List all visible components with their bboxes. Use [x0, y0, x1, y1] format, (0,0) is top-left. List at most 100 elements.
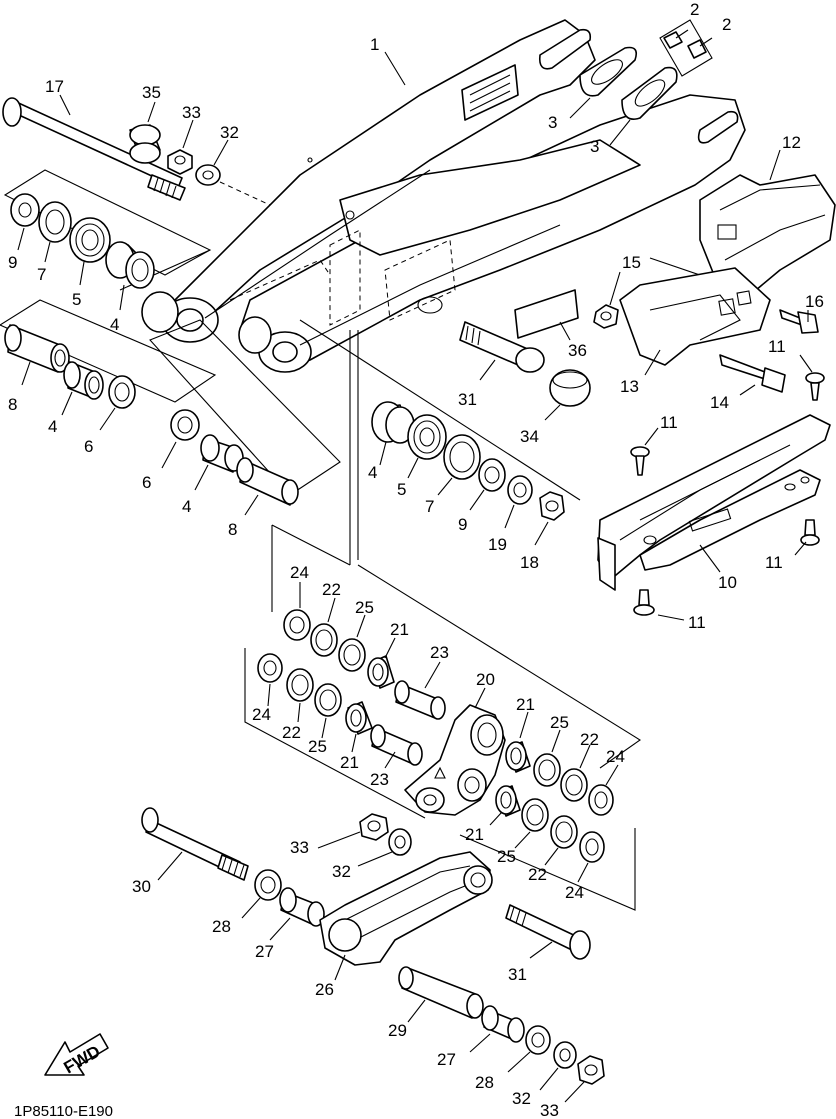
label-part-1: 1	[370, 35, 379, 54]
group-box-left-lower	[0, 299, 217, 403]
label-part-22a: 22	[322, 580, 341, 599]
label-part-9a: 9	[8, 253, 17, 272]
group-box-mid	[149, 319, 341, 496]
screw-11-d	[633, 589, 655, 616]
seal-6-mid	[170, 409, 200, 441]
bearing-5-left	[69, 217, 111, 263]
label-part-23a: 23	[430, 643, 449, 662]
washer-19	[507, 475, 533, 505]
collar-23-b	[370, 724, 423, 766]
seal-7-left	[38, 201, 72, 243]
label-part-21d: 21	[465, 825, 484, 844]
bearing-21-c	[505, 741, 531, 773]
label-part-11d: 11	[688, 613, 706, 632]
collar-24-a	[283, 609, 311, 641]
washer-25-d	[521, 798, 549, 832]
pivot-shaft-17	[2, 97, 186, 201]
collar-24-b	[257, 653, 283, 683]
label-part-21a: 21	[390, 620, 409, 639]
screw-11-a	[630, 446, 650, 476]
label-part-4b: 4	[48, 417, 57, 436]
label-part-15: 15	[622, 253, 641, 272]
collar-8-left	[4, 324, 70, 373]
label-part-6b: 6	[142, 473, 151, 492]
label-part-20: 20	[476, 670, 495, 689]
washer-32-mid	[388, 828, 412, 856]
label-part-25c: 25	[550, 713, 569, 732]
label-part-2b: 2	[722, 15, 731, 34]
washer-32-top	[195, 164, 221, 186]
label-part-4c: 4	[182, 497, 191, 516]
bearing-21-d	[495, 785, 521, 817]
label-part-4d: 4	[368, 463, 377, 482]
bushing-35	[129, 124, 161, 164]
pivot-axis-lines	[349, 330, 359, 565]
collar-29	[398, 966, 484, 1019]
label-part-32b: 32	[332, 862, 351, 881]
label-part-25d: 25	[497, 847, 516, 866]
collar-24-d	[579, 831, 605, 863]
label-part-5b: 5	[397, 480, 406, 499]
screw-11-c	[800, 519, 820, 546]
label-part-7b: 7	[425, 497, 434, 516]
label-part-4a: 4	[110, 315, 119, 334]
label-part-28b: 28	[475, 1073, 494, 1092]
label-part-29: 29	[388, 1021, 407, 1040]
collar-28-right	[525, 1025, 551, 1055]
bearing-4-mid	[200, 434, 244, 473]
bracket-13	[619, 267, 771, 366]
label-part-24d: 24	[565, 883, 584, 902]
washer-25-c	[533, 753, 561, 787]
bearing-4-center	[371, 401, 415, 444]
label-part-7a: 7	[37, 265, 46, 284]
label-part-8b: 8	[228, 520, 237, 539]
bearing-21-a	[367, 655, 395, 689]
collar-28-left	[254, 869, 282, 901]
seal-7-center	[443, 434, 481, 480]
washer-25-a	[338, 638, 366, 672]
label-part-9b: 9	[458, 515, 467, 534]
label-part-33b: 33	[290, 838, 309, 857]
diagram-code: 1P85110-E190	[14, 1103, 113, 1119]
label-part-21c: 21	[516, 695, 535, 714]
label-part-3b: 3	[590, 137, 599, 156]
label-part-34: 34	[520, 427, 539, 446]
bearing-4-upper-left	[105, 241, 155, 289]
label-part-8a: 8	[8, 395, 17, 414]
label-part-3a: 3	[548, 113, 557, 132]
chain-support-10	[597, 414, 831, 591]
seal-22-c	[560, 768, 588, 802]
label-part-2a: 2	[690, 0, 699, 19]
washer-9-left	[10, 193, 40, 227]
label-part-32c: 32	[512, 1089, 531, 1108]
seal-22-b	[286, 668, 314, 702]
label-part-24b: 24	[252, 705, 271, 724]
label-part-6a: 6	[84, 437, 93, 456]
nut-33-top	[167, 149, 193, 175]
label-part-22d: 22	[528, 865, 547, 884]
label-part-36: 36	[568, 341, 587, 360]
relay-arm-20	[404, 704, 506, 816]
leader-1	[384, 51, 406, 86]
label-part-28a: 28	[212, 917, 231, 936]
label-part-13: 13	[620, 377, 639, 396]
label-part-16: 16	[805, 292, 824, 311]
washer-32-bottom	[553, 1041, 577, 1069]
cap-34	[549, 369, 591, 407]
adjuster-3-b	[621, 66, 678, 120]
label-part-31b: 31	[508, 965, 527, 984]
label-part-10: 10	[718, 573, 737, 592]
label-part-23b: 23	[370, 770, 389, 789]
seal-22-a	[310, 623, 338, 657]
bushing-27-right	[481, 1005, 525, 1043]
bearing-5-center	[407, 414, 447, 460]
pivot-bolt-31-upper	[459, 321, 545, 373]
label-part-35: 35	[142, 83, 161, 102]
bearing-21-b	[345, 701, 373, 735]
label-part-19: 19	[488, 535, 507, 554]
washer-9-center	[478, 458, 506, 492]
swingarm	[141, 19, 746, 373]
label-part-31a: 31	[458, 390, 477, 409]
label-part-30: 30	[132, 877, 151, 896]
label-part-32a: 32	[220, 123, 239, 142]
